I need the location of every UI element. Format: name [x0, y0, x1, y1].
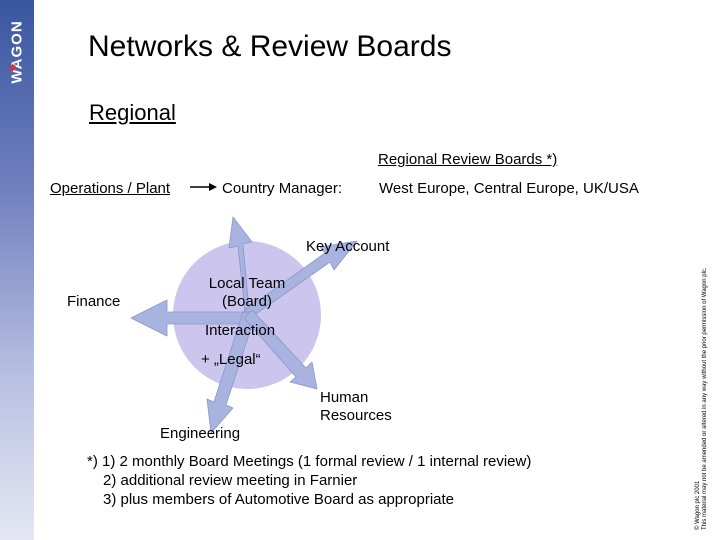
page-title: Networks & Review Boards — [88, 30, 452, 63]
local-team-line2: (Board) — [221, 293, 273, 310]
brand-sidebar: WAGON — [0, 0, 34, 540]
interaction-label: Interaction — [205, 322, 276, 339]
human-resources-label: Human Resources — [320, 389, 392, 425]
arrow-up — [228, 216, 253, 313]
local-team-line1: Local Team — [208, 275, 286, 292]
engineering-label: Engineering — [160, 425, 241, 442]
copyright-line2: This material may not be amended or alte… — [702, 267, 708, 530]
copyright-line1: © Wagon plc 2001 — [695, 480, 701, 530]
footnote-line1: *) 1) 2 monthly Board Meetings (1 formal… — [87, 453, 532, 470]
operations-label: Operations / Plant — [50, 180, 171, 197]
copyright-notice: © Wagon plc 2001 This material may not b… — [695, 267, 709, 530]
country-manager-label: Country Manager: — [222, 180, 343, 197]
human-line2: Resources — [320, 407, 392, 424]
arrow-key-account — [243, 240, 358, 319]
footnote: *) 1) 2 monthly Board Meetings (1 formal… — [87, 452, 531, 509]
finance-label: Finance — [67, 293, 121, 310]
footnote-line3: 3) plus members of Automotive Board as a… — [103, 491, 455, 508]
local-team-label: Local Team (Board) — [192, 275, 302, 311]
regions-label: West Europe, Central Europe, UK/USA — [379, 180, 639, 197]
arrow-finance — [130, 299, 251, 337]
legal-label: + „Legal“ — [201, 351, 261, 368]
human-line1: Human — [320, 389, 369, 406]
connector-arrow — [190, 183, 217, 191]
section-subtitle: Regional — [89, 100, 176, 125]
footnote-line2: 2) additional review meeting in Farnier — [103, 472, 358, 489]
review-boards-label: Regional Review Boards *) — [378, 151, 558, 168]
arrow-human-resources — [243, 309, 318, 390]
key-account-label: Key Account — [306, 238, 390, 255]
arrow-engineering — [206, 311, 256, 434]
